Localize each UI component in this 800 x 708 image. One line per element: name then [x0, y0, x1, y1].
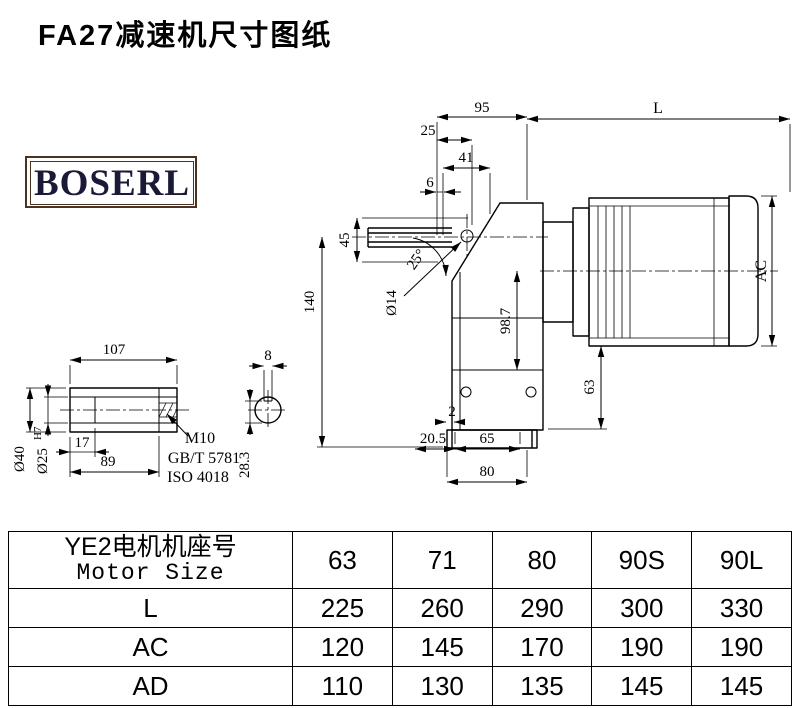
section-centerlines — [248, 390, 288, 430]
table-header-motor-size: YE2电机机座号 Motor Size — [8, 531, 293, 589]
shaft-bore-lines — [70, 388, 177, 432]
table-cell: 330 — [691, 588, 792, 628]
dim-AC: AC — [753, 260, 770, 282]
dim-25: 25 — [421, 123, 436, 139]
motor-size-table: YE2电机机座号 Motor Size 63 71 80 90S 90L L 2… — [8, 531, 792, 706]
thread-callout: M10 — [185, 430, 215, 447]
dim-45: 45 — [337, 233, 353, 248]
extension-lines — [245, 370, 273, 424]
bolt-hole-icon — [525, 386, 537, 398]
technical-drawing: 95 25 L 41 6 45 25° Ø14 140 98.7 AC 63 2… — [12, 100, 791, 486]
boserl-logo: BOSERL — [25, 156, 197, 208]
table-cell-size: 71 — [391, 531, 493, 589]
bolt-hole-icon — [460, 386, 472, 398]
output-shaft — [367, 227, 452, 248]
dim-8: 8 — [264, 348, 272, 364]
table-cell: 190 — [591, 627, 693, 667]
table-cell-size: 80 — [491, 531, 593, 589]
table-row-AC: AC 120 145 170 190 190 — [8, 627, 792, 667]
dim-2: 2 — [448, 404, 456, 420]
table-header-en: Motor Size — [76, 560, 225, 587]
dim-80: 80 — [480, 464, 495, 480]
table-cell: 170 — [491, 627, 593, 667]
table-header-row: YE2电机机座号 Motor Size 63 71 80 90S 90L — [8, 531, 792, 589]
standard-gb: GB/T 5781 — [168, 450, 240, 467]
dim-63: 63 — [582, 380, 598, 395]
dim-98-7: 98.7 — [498, 307, 514, 334]
table-cell: 110 — [292, 666, 393, 706]
dim-95: 95 — [475, 100, 490, 116]
dim-65: 65 — [480, 431, 495, 447]
table-row-AD: AD 110 130 135 145 145 — [8, 666, 792, 706]
angle-arc-25 — [412, 237, 449, 277]
dia-25-tolerance: H7 — [32, 426, 44, 440]
table-cell: 130 — [391, 666, 493, 706]
shaft-section-view: 8 28.3 — [237, 348, 288, 478]
dim-140: 140 — [302, 291, 318, 314]
row-label-L: L — [8, 588, 293, 628]
shaft-detail-view: 107 17 89 Ø40 Ø25 H7 M10 GB/T 5781 ISO 4… — [12, 342, 240, 486]
dim-28-3: 28.3 — [237, 452, 253, 478]
dim-107: 107 — [103, 342, 126, 358]
table-cell-size: 90S — [591, 531, 693, 589]
table-cell: 300 — [591, 588, 693, 628]
housing-split-lines — [452, 317, 543, 371]
table-cell: 225 — [292, 588, 393, 628]
mounting-foot — [446, 429, 538, 449]
dim-17: 17 — [75, 435, 91, 451]
table-cell: 145 — [391, 627, 493, 667]
row-label-AD: AD — [8, 666, 293, 706]
page-title: FA27减速机尺寸图纸 — [38, 20, 333, 52]
dia-14: Ø14 — [384, 290, 400, 316]
motor-cooling-ribs — [589, 198, 729, 346]
motor-flange — [572, 207, 590, 337]
motor-body — [588, 197, 730, 347]
boserl-logo-frame: BOSERL — [30, 161, 194, 205]
dim-6: 6 — [426, 175, 434, 191]
dim-20-5: 20.5 — [420, 431, 446, 447]
table-cell-size: 90L — [691, 531, 792, 589]
table-cell: 290 — [491, 588, 593, 628]
table-row-L: L 225 260 290 300 330 — [8, 588, 792, 628]
standard-iso: ISO 4018 — [167, 469, 229, 486]
main-view: 95 25 L 41 6 45 25° Ø14 140 98.7 AC 63 2… — [302, 100, 791, 486]
dim-41: 41 — [459, 150, 474, 166]
angle-25: 25° — [404, 247, 429, 273]
leader-m10 — [166, 413, 189, 437]
table-cell: 145 — [591, 666, 693, 706]
table-cell: 120 — [292, 627, 393, 667]
dim-L: L — [653, 100, 663, 117]
table-cell: 135 — [491, 666, 593, 706]
fan-cover — [728, 195, 759, 347]
row-label-AC: AC — [8, 627, 293, 667]
dim-89: 89 — [101, 454, 116, 470]
table-header-cn: YE2电机机座号 — [64, 532, 237, 561]
table-cell: 190 — [691, 627, 792, 667]
table-cell: 260 — [391, 588, 493, 628]
dia-25: Ø25 — [35, 448, 51, 474]
table-cell-size: 63 — [292, 531, 393, 589]
leader-dia-14 — [403, 241, 462, 297]
boserl-logo-text: BOSERL — [33, 162, 191, 204]
dia-40: Ø40 — [12, 446, 28, 472]
table-cell: 145 — [691, 666, 792, 706]
